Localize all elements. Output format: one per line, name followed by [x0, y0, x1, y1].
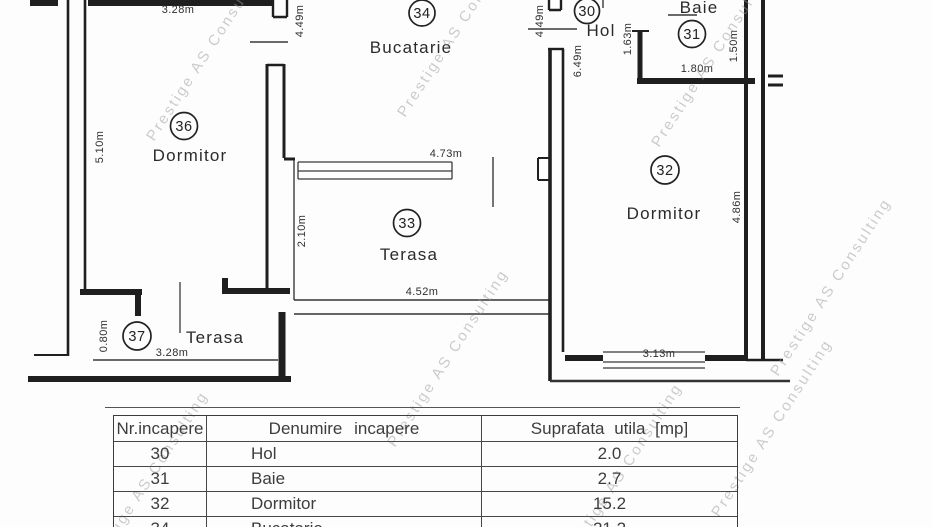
dim-hol-449: 4.49m [534, 4, 546, 38]
cell-suprafata-34: 21.2 [482, 517, 737, 527]
dim-terasa37-width: 3.28m [155, 347, 189, 359]
dim-dormitor32-width: 3.13m [642, 348, 676, 360]
dim-baie-163: 1.63m [622, 22, 634, 56]
room-number-37: 37 [128, 329, 146, 345]
cell-nr-32: 32 [114, 492, 207, 516]
room-number-30: 30 [578, 4, 596, 20]
dim-terasa33-height: 2.10m [296, 214, 308, 248]
dim-terasa37-wall: 0.80m [98, 319, 110, 353]
header-nr-incapere: Nr.incapere [114, 416, 207, 441]
table-top-rule [105, 407, 740, 408]
room-circle-34 [408, 0, 436, 27]
cell-denumire-30: Hol [207, 442, 482, 466]
table-row-34: 34Bucatarie21.2 [114, 516, 737, 527]
room-label-terasa-33: Terasa [379, 245, 439, 264]
dim-baie-width-180: 1.80m [680, 63, 714, 75]
room-number-33: 33 [398, 216, 416, 232]
room-label-terasa-37: Terasa [185, 328, 245, 347]
dim-left-window-449: 4.49m [294, 4, 306, 38]
cell-nr-30: 30 [114, 442, 207, 466]
dim-baie-150: 1.50m [728, 29, 740, 63]
room-label-dormitor-36: Dormitor [152, 146, 228, 165]
cell-nr-31: 31 [114, 467, 207, 491]
dim-terasa33-width: 4.52m [405, 286, 439, 298]
dim-dormitor32-height: 4.86m [731, 190, 743, 224]
room-number-36: 36 [175, 119, 193, 135]
header-suprafata-utila: Suprafata utila [mp] [530, 418, 689, 438]
cell-denumire-32: Dormitor [207, 492, 482, 516]
cell-suprafata-32: 15.2 [592, 494, 627, 513]
room-label-baie-31: Baie [679, 0, 719, 17]
header-denumire-incapere: Denumire incapere [207, 416, 482, 441]
room-number-34: 34 [413, 6, 431, 22]
dim-dormitor36-height: 5.10m [94, 130, 106, 164]
dim-railing-473: 4.73m [429, 148, 463, 160]
room-number-32: 32 [656, 163, 674, 179]
room-circle-37 [122, 321, 152, 351]
room-circle-33 [392, 208, 422, 238]
room-circle-30 [573, 0, 601, 25]
room-label-bucatarie-34: Bucatarie [369, 38, 453, 57]
table-header-row: Nr.incapere Denumire incapere Suprafata … [114, 416, 737, 441]
room-circle-31 [677, 19, 707, 49]
cell-denumire-31: Baie [207, 467, 482, 491]
room-label-hol-30: Hol [586, 21, 616, 40]
cell-denumire-34: Bucatarie [207, 517, 482, 527]
room-number-31: 31 [683, 27, 701, 43]
cell-suprafata-31: 2.7 [597, 469, 622, 488]
room-label-dormitor-32: Dormitor [626, 204, 702, 223]
dim-left-wall-649: 6.49m [572, 44, 584, 78]
dim-top-left-width: 3.28m [161, 4, 195, 16]
room-area-table: Nr.incapere Denumire incapere Suprafata … [113, 415, 738, 527]
room-circle-36 [169, 111, 199, 141]
cell-nr-34: 34 [114, 517, 207, 527]
room-circle-32 [650, 155, 680, 185]
cell-suprafata-30: 2.0 [597, 444, 622, 463]
